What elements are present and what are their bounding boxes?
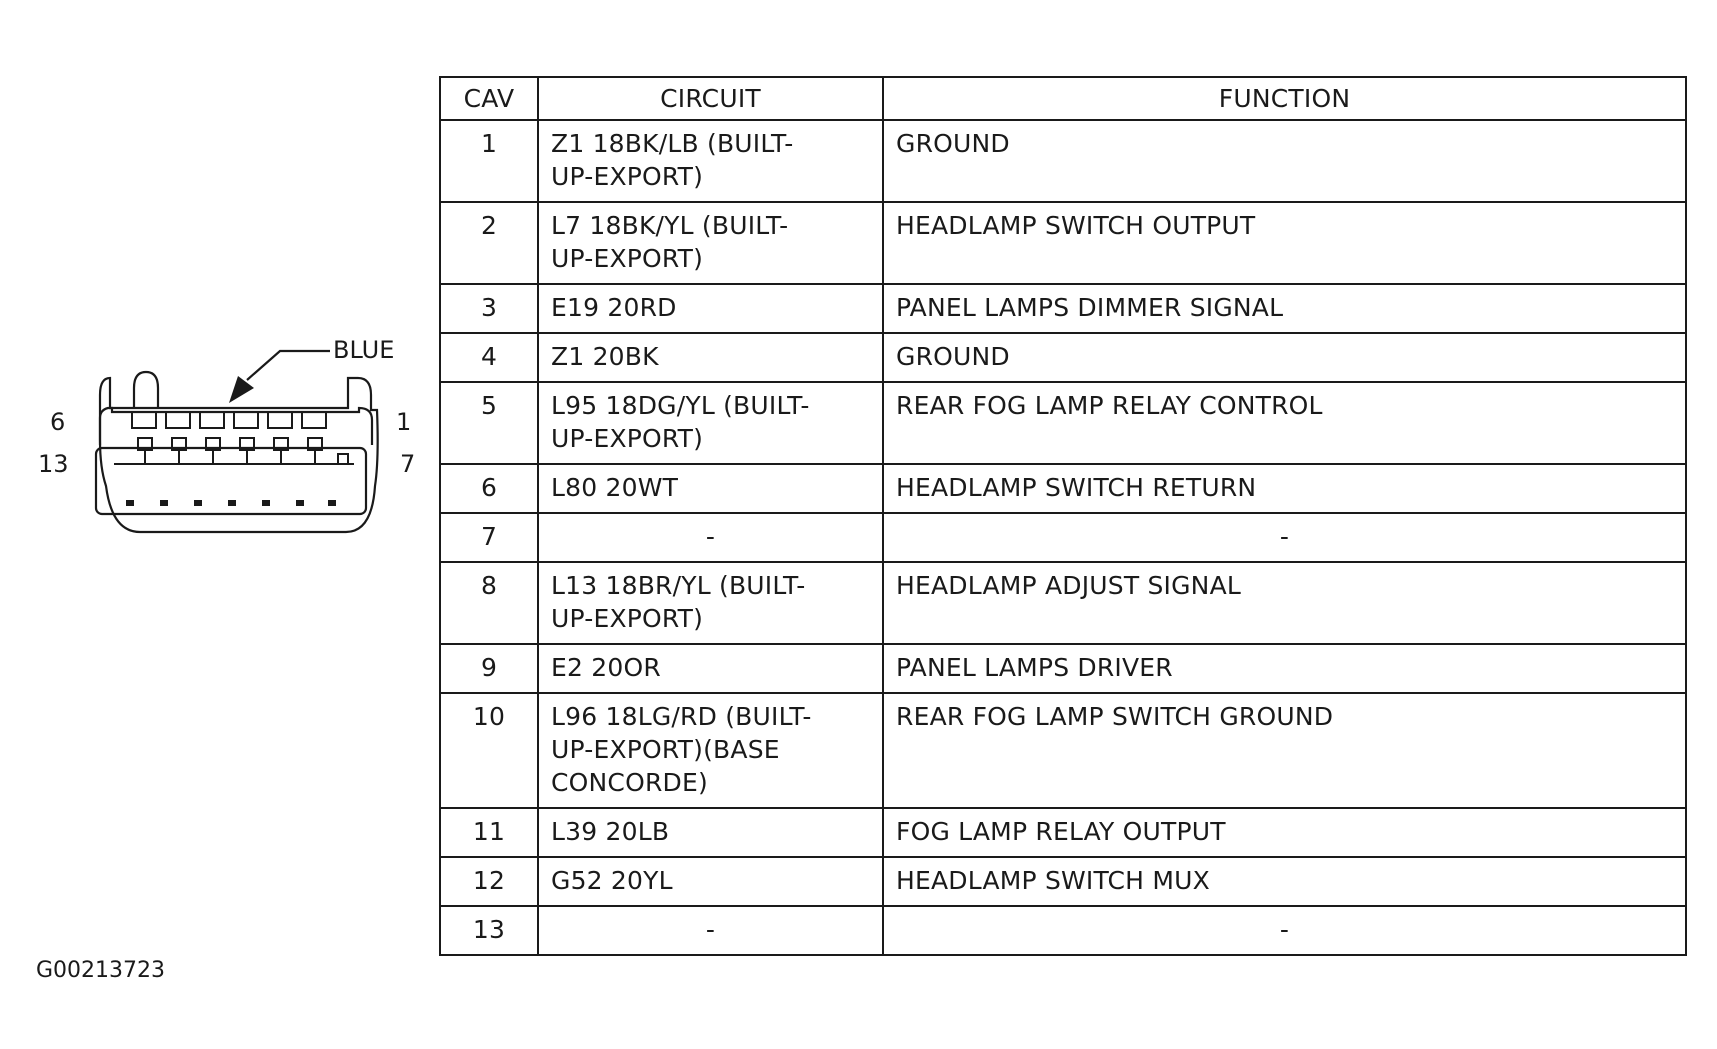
blue-leader-line	[246, 349, 330, 381]
circuit-cell: Z1 18BK/LB (BUILT-UP-EXPORT)	[537, 119, 884, 203]
circuit-cell: L80 20WT	[537, 463, 884, 514]
circuit-cell: E19 20RD	[537, 283, 884, 334]
cav-cell: 6	[439, 463, 539, 514]
connector-inner-face	[94, 446, 368, 516]
cavity-1	[301, 411, 327, 429]
table-row: 5 L95 18DG/YL (BUILT-UP-EXPORT) REAR FOG…	[439, 381, 1687, 465]
circuit-cell: L96 18LG/RD (BUILT-UP-EXPORT)(BASE CONCO…	[537, 692, 884, 809]
header-cav: CAV	[439, 76, 539, 121]
circuit-cell: L7 18BK/YL (BUILT-UP-EXPORT)	[537, 201, 884, 285]
cav-cell: 5	[439, 381, 539, 465]
cav-cell: 8	[439, 561, 539, 645]
cavity-7	[337, 453, 349, 465]
connector-latch	[132, 370, 160, 408]
table-row: 3 E19 20RD PANEL LAMPS DIMMER SIGNAL	[439, 283, 1687, 334]
figure-code: G00213723	[36, 958, 166, 983]
circuit-cell: L13 18BR/YL (BUILT-UP-EXPORT)	[537, 561, 884, 645]
header-function: FUNCTION	[882, 76, 1687, 121]
circuit-cell: Z1 20BK	[537, 332, 884, 383]
function-cell: HEADLAMP ADJUST SIGNAL	[882, 561, 1687, 645]
cavity-5	[165, 411, 191, 429]
cav-cell: 13	[439, 905, 539, 956]
cav-cell: 4	[439, 332, 539, 383]
table-row: 7 - -	[439, 512, 1687, 563]
pin-label-6: 6	[50, 408, 65, 436]
table-row: 6 L80 20WT HEADLAMP SWITCH RETURN	[439, 463, 1687, 514]
pin-label-1: 1	[396, 408, 411, 436]
table-row: 11 L39 20LB FOG LAMP RELAY OUTPUT	[439, 807, 1687, 858]
table-row: 1 Z1 18BK/LB (BUILT-UP-EXPORT) GROUND	[439, 119, 1687, 203]
function-cell: GROUND	[882, 332, 1687, 383]
cav-cell: 3	[439, 283, 539, 334]
cav-cell: 10	[439, 692, 539, 809]
circuit-cell: G52 20YL	[537, 856, 884, 907]
function-cell: FOG LAMP RELAY OUTPUT	[882, 807, 1687, 858]
blue-arrow-head	[229, 376, 254, 403]
cavity-3	[233, 411, 259, 429]
function-cell: GROUND	[882, 119, 1687, 203]
cav-cell: 11	[439, 807, 539, 858]
cavity-6	[131, 411, 157, 429]
header-circuit: CIRCUIT	[537, 76, 884, 121]
table-row: 10 L96 18LG/RD (BUILT-UP-EXPORT)(BASE CO…	[439, 692, 1687, 809]
table-row: 9 E2 20OR PANEL LAMPS DRIVER	[439, 643, 1687, 694]
table-row: 13 - -	[439, 905, 1687, 956]
cavity-2	[267, 411, 293, 429]
table-header-row: CAV CIRCUIT FUNCTION	[439, 76, 1687, 121]
function-cell: -	[882, 512, 1687, 563]
function-cell: HEADLAMP SWITCH OUTPUT	[882, 201, 1687, 285]
connector-diagram: BLUE 6 1 13 7	[38, 336, 415, 534]
function-cell: -	[882, 905, 1687, 956]
circuit-cell: L39 20LB	[537, 807, 884, 858]
pin-label-7: 7	[400, 450, 415, 478]
circuit-cell: -	[537, 905, 884, 956]
function-cell: HEADLAMP SWITCH RETURN	[882, 463, 1687, 514]
cav-cell: 1	[439, 119, 539, 203]
connector-top-shell	[98, 406, 374, 445]
function-cell: REAR FOG LAMP RELAY CONTROL	[882, 381, 1687, 465]
pinout-table: CAV CIRCUIT FUNCTION 1 Z1 18BK/LB (BUILT…	[439, 76, 1687, 956]
function-cell: REAR FOG LAMP SWITCH GROUND	[882, 692, 1687, 809]
cav-cell: 7	[439, 512, 539, 563]
circuit-cell: E2 20OR	[537, 643, 884, 694]
function-cell: HEADLAMP SWITCH MUX	[882, 856, 1687, 907]
circuit-cell: -	[537, 512, 884, 563]
cav-cell: 2	[439, 201, 539, 285]
table-row: 8 L13 18BR/YL (BUILT-UP-EXPORT) HEADLAMP…	[439, 561, 1687, 645]
cav-cell: 12	[439, 856, 539, 907]
cav-cell: 9	[439, 643, 539, 694]
table-row: 2 L7 18BK/YL (BUILT-UP-EXPORT) HEADLAMP …	[439, 201, 1687, 285]
connector-color-label: BLUE	[333, 336, 394, 364]
connector-housing	[98, 376, 379, 534]
table-row: 4 Z1 20BK GROUND	[439, 332, 1687, 383]
function-cell: PANEL LAMPS DRIVER	[882, 643, 1687, 694]
circuit-cell: L95 18DG/YL (BUILT-UP-EXPORT)	[537, 381, 884, 465]
cavity-4	[199, 411, 225, 429]
pin-label-13: 13	[38, 450, 69, 478]
table-row: 12 G52 20YL HEADLAMP SWITCH MUX	[439, 856, 1687, 907]
function-cell: PANEL LAMPS DIMMER SIGNAL	[882, 283, 1687, 334]
